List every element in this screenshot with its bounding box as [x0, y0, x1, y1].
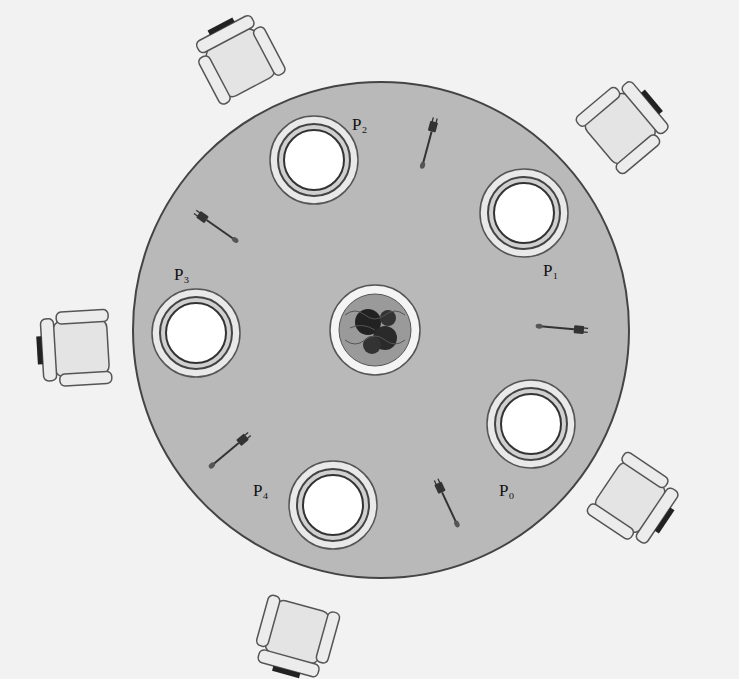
chair [574, 72, 678, 176]
chair [187, 7, 287, 106]
fork [535, 322, 588, 335]
plate [289, 461, 377, 549]
plate [480, 169, 568, 257]
fork [193, 209, 241, 246]
philosopher-label: P₂ [352, 116, 367, 133]
fork [207, 431, 252, 471]
table-top [133, 82, 629, 578]
spaghetti-bowl [330, 285, 420, 375]
philosopher-label: P₀ [499, 482, 514, 499]
fork [433, 478, 462, 529]
chair [250, 594, 341, 679]
philosopher-label: P₄ [253, 482, 268, 499]
philosopher-label: P₃ [174, 266, 189, 283]
plate [487, 380, 575, 468]
fork [418, 117, 439, 170]
plate [152, 289, 240, 377]
plate [270, 116, 358, 204]
chair [585, 451, 687, 553]
chair [35, 309, 112, 387]
philosopher-label: P₁ [543, 262, 558, 279]
